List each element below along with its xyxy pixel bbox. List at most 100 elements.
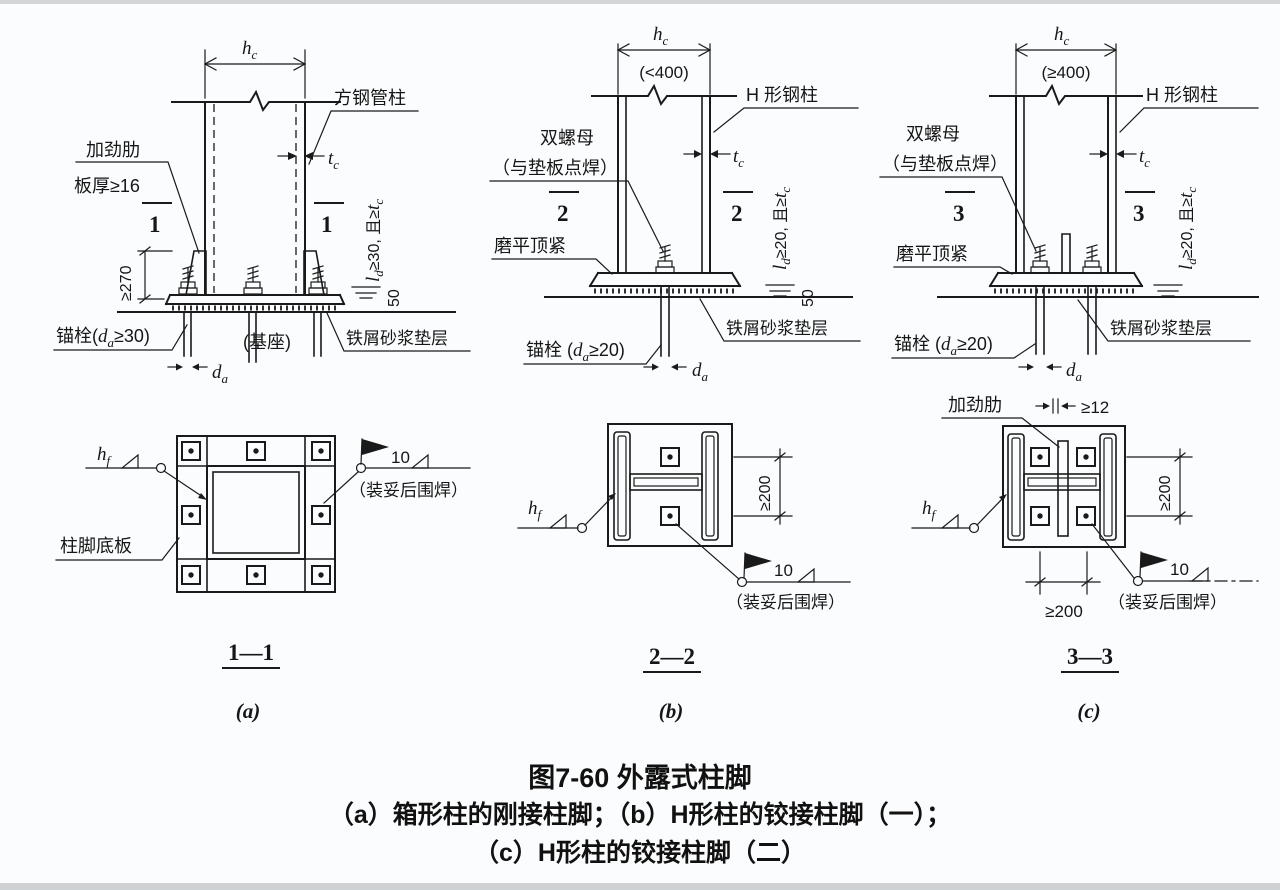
- hc-label-c: hc: [1054, 24, 1070, 48]
- subfigure-a: (a): [236, 699, 261, 723]
- base-plate-outline: [176, 435, 336, 593]
- mortar-label-a: 铁屑砂浆垫层: [326, 312, 471, 352]
- field-weld-flag-icon: [1139, 551, 1169, 578]
- elevation-c-h-column-base-2: hc (≥400) H 形钢柱 双螺母 （与垫板点焊） 3 3: [879, 24, 1259, 384]
- after-fit-weld-note: （装妥后围焊）: [349, 481, 468, 500]
- grout-level-mark-a: 50: [351, 286, 403, 307]
- mortar-label-c: 铁屑砂浆垫层: [1077, 299, 1251, 342]
- svg-text:H 形钢柱: H 形钢柱: [746, 85, 818, 105]
- elevation-b-h-column-base-1: hc (<400) H 形钢柱 双螺母 （与垫板点焊） 2 2: [489, 24, 861, 384]
- svg-text:锚栓 (da≥20): 锚栓 (da≥20): [526, 340, 625, 364]
- figure-title: 图7-60 外露式柱脚: [528, 763, 752, 793]
- anchor-bolt-plan: [246, 441, 266, 461]
- hf-label: hf: [528, 498, 544, 522]
- svg-text:柱脚底板: 柱脚底板: [60, 536, 132, 556]
- double-nut-label-c: 双螺母 （与垫板点焊）: [879, 124, 1037, 252]
- after-fit-weld-note: （装妥后围焊）: [1108, 593, 1227, 612]
- anchor-bolt-head: [178, 265, 198, 295]
- after-fit-weld-note: （装妥后围焊）: [726, 593, 845, 612]
- section-title-2-2: 2—2: [649, 644, 695, 669]
- anchor-bolt-plan: [1030, 447, 1050, 467]
- weld-size: 10: [774, 561, 793, 580]
- anchor-bolt-plan: [181, 441, 201, 461]
- plan-2-2: hf ≥200 10 （装妥后围焊） 2—2 (b): [517, 423, 851, 723]
- svg-text:≥270: ≥270: [118, 265, 135, 301]
- column-label-c: H 形钢柱: [1119, 85, 1259, 133]
- fillet-weld-icon: [941, 514, 959, 529]
- section-marks-3: 3 3: [945, 191, 1155, 226]
- hf-weld-callout: hf: [517, 493, 616, 534]
- anchor-bolt-plan: [1076, 447, 1096, 467]
- hf-label: hf: [97, 444, 113, 468]
- hf-label: hf: [922, 498, 938, 522]
- section-title-1-1: 1—1: [228, 640, 274, 665]
- fillet-weld-icon: [1191, 567, 1209, 582]
- svg-text:锚栓 (da≥20): 锚栓 (da≥20): [894, 334, 993, 358]
- dimension-hc-c: hc (≥400): [1014, 24, 1118, 95]
- field-weld-callout: 10 （装妥后围焊）: [1091, 523, 1259, 612]
- hc-label-b: hc: [653, 24, 669, 48]
- anchor-bolt-plan: [311, 441, 331, 461]
- anchor-bolt-label-a: 锚栓(da≥30): [53, 324, 188, 351]
- svg-text:≥12: ≥12: [1081, 398, 1109, 417]
- svg-text:双螺母: 双螺母: [906, 124, 960, 144]
- base-plate-outline: [1002, 425, 1126, 548]
- weld-size: 10: [1170, 560, 1189, 579]
- anchor-bolt-plan: [181, 505, 201, 525]
- field-weld-callout: 10 （装妥后围焊）: [675, 523, 851, 612]
- weld-size: 10: [391, 448, 410, 467]
- h-section-plan: [1007, 433, 1117, 541]
- anchor-bolt-plan: [181, 565, 201, 585]
- hf-weld-callout: hf: [85, 444, 207, 500]
- svg-text:H 形钢柱: H 形钢柱: [1146, 85, 1218, 105]
- stiffener-plan: [1057, 440, 1069, 537]
- shear-key-plate: [1061, 233, 1071, 274]
- plate-thickness-label: 板厚≥16: [74, 176, 140, 196]
- svg-text:锚栓(da≥30): 锚栓(da≥30): [56, 326, 150, 350]
- dimension-270: ≥270: [118, 246, 173, 304]
- hf-weld-callout: hf: [911, 494, 1007, 534]
- section-title-3-3: 3—3: [1067, 644, 1113, 669]
- anchor-bolt-plan: [1030, 506, 1050, 526]
- stiffener-traces: [176, 435, 336, 593]
- da-label: da: [692, 360, 709, 384]
- anchor-bolt-head: [1082, 244, 1102, 274]
- tc-label-b: tc: [733, 146, 744, 170]
- box-column: [171, 89, 341, 296]
- box-column-wall: [206, 465, 306, 560]
- fillet-weld-icon: [411, 454, 429, 469]
- da-label: da: [1066, 360, 1083, 384]
- svg-text:（与垫板点焊）: （与垫板点焊）: [882, 154, 1008, 174]
- tc-label-a: tc: [328, 148, 339, 172]
- anchor-bolt-plan: [311, 565, 331, 585]
- tc-callout-a: tc: [277, 148, 339, 172]
- anchor-bolt-plan: [660, 506, 680, 526]
- h-section-plan: [613, 431, 719, 541]
- base-plate-outline: [607, 423, 733, 547]
- fillet-weld-icon: [121, 454, 139, 469]
- svg-text:≥200: ≥200: [757, 475, 774, 511]
- svg-text:3: 3: [953, 201, 965, 226]
- svg-text:50: 50: [800, 289, 817, 307]
- figure-canvas: hc tc 1 1: [53, 24, 1259, 723]
- field-weld-flag-icon: [743, 552, 773, 579]
- stiffener-label-plan: 加劲肋: [941, 395, 1060, 448]
- grout-level-mark-c: [1153, 284, 1183, 297]
- svg-text:双螺母: 双螺母: [540, 128, 594, 148]
- hc-label-a: hc: [242, 38, 258, 62]
- plan-1-1: hf 10 （装妥后围焊） 柱脚底板 1—1 (a): [55, 435, 471, 723]
- column-label-b: H 形钢柱: [713, 85, 859, 133]
- anchor-bolt-plan: [1076, 506, 1096, 526]
- dimension-12: ≥12: [1035, 398, 1109, 417]
- grind-tight-label-b: 磨平顶紧: [491, 236, 613, 275]
- anchor-bolt-label-b: 锚栓 (da≥20): [523, 340, 662, 365]
- anchor-bolt-label-c: 锚栓 (da≥20): [891, 334, 1036, 359]
- embed-note-a: ld≥30, 且≥tc: [363, 199, 386, 282]
- dimension-200-v: ≥200: [733, 448, 793, 525]
- hc-range-b: (<400): [639, 63, 689, 82]
- svg-text:铁屑砂浆垫层: 铁屑砂浆垫层: [1110, 319, 1212, 338]
- svg-text:≥200: ≥200: [1157, 475, 1174, 511]
- tc-callout-c: tc: [1089, 146, 1150, 170]
- dimension-200-v: ≥200: [1126, 448, 1193, 525]
- svg-text:2: 2: [557, 201, 569, 226]
